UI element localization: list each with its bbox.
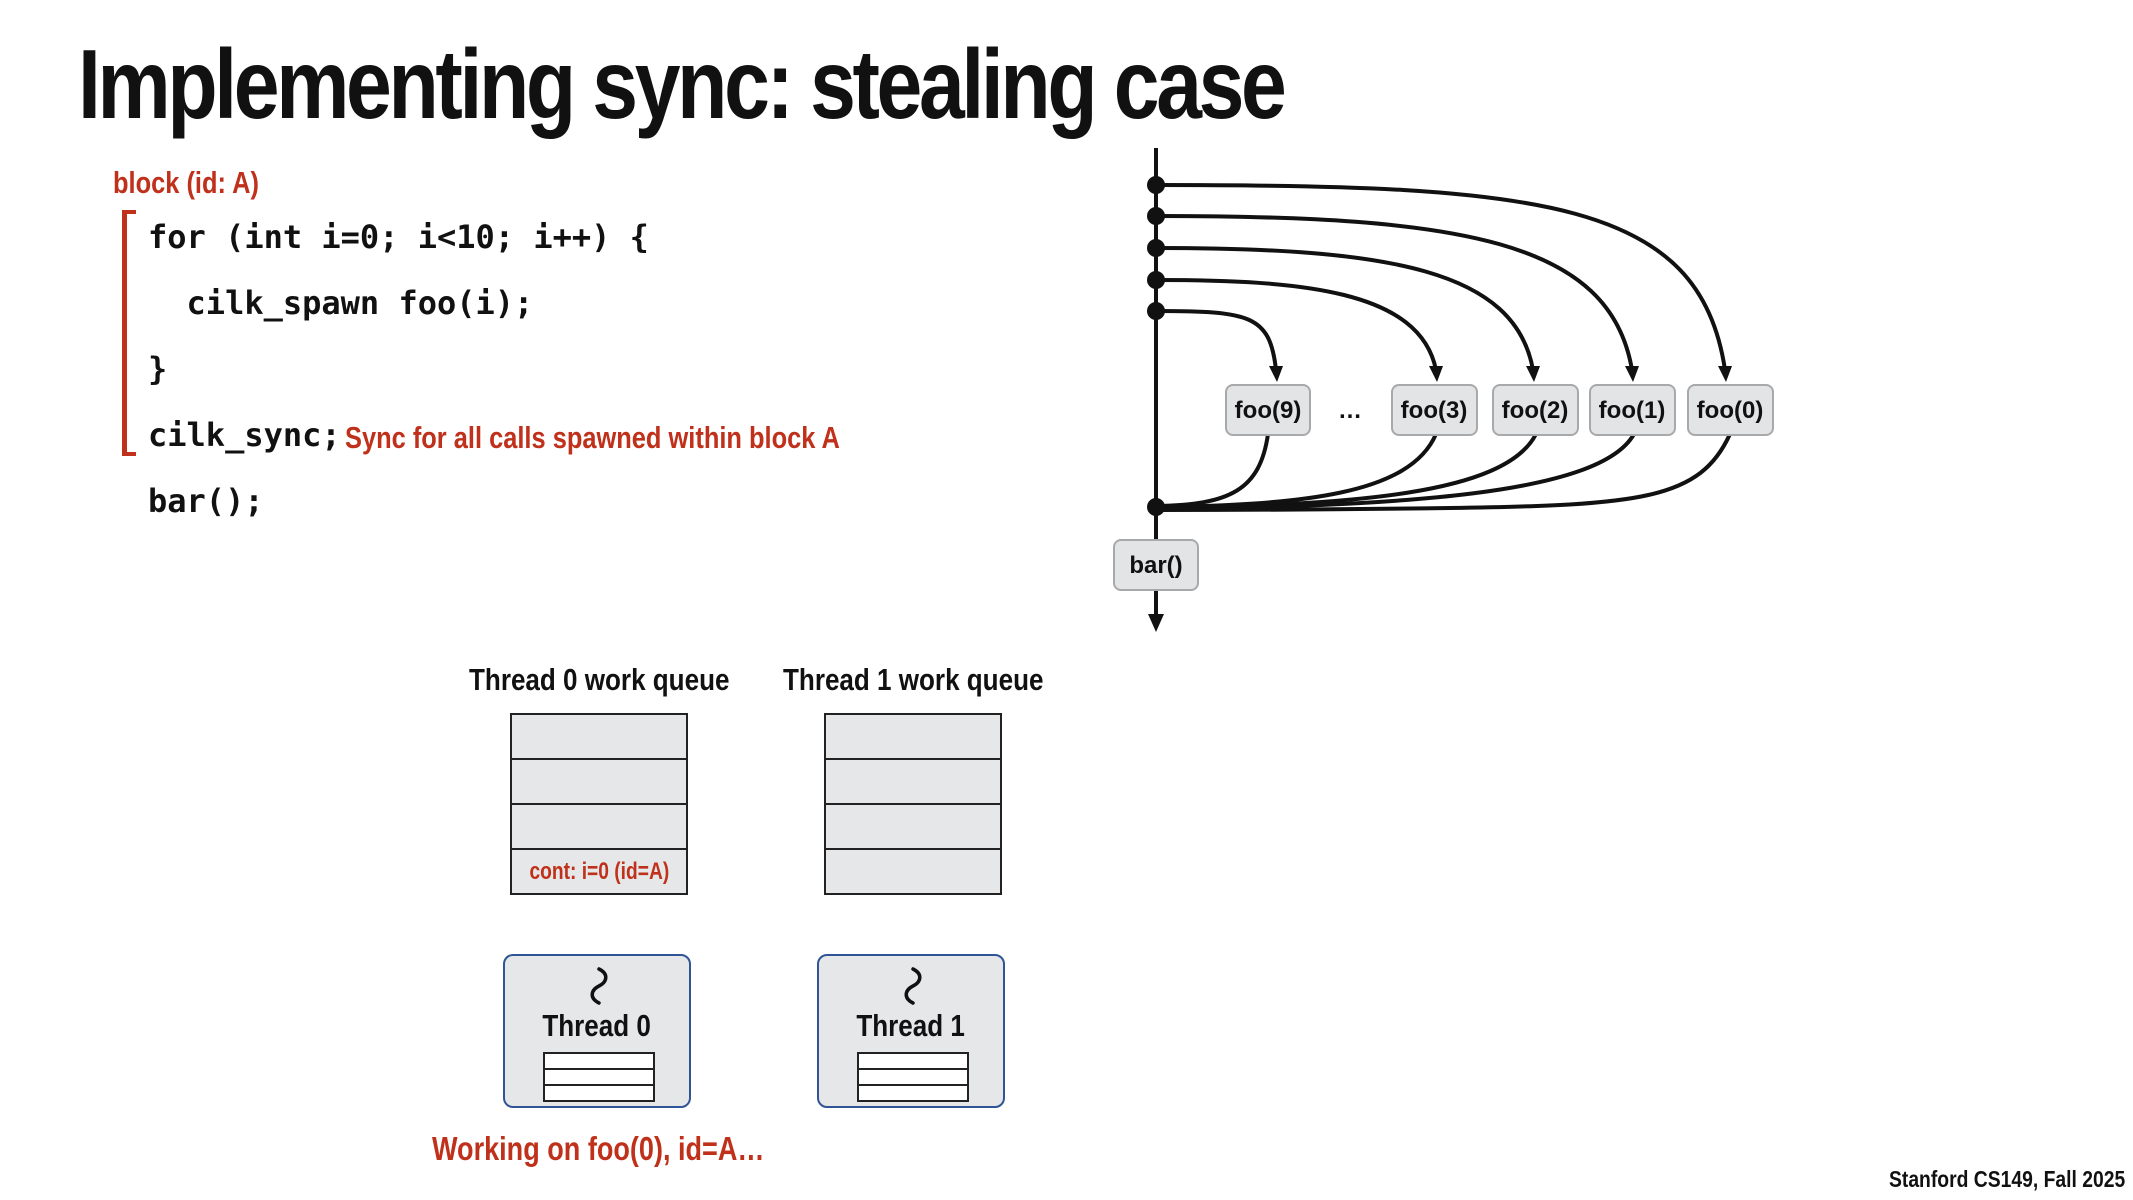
- code-line-spawn: cilk_spawn foo(i);: [148, 284, 534, 322]
- node-foo2: foo(2): [1492, 384, 1579, 436]
- timeline-arrow: [1148, 614, 1164, 632]
- edge-join-foo0: [1155, 433, 1732, 512]
- queue-slot: [512, 715, 686, 760]
- work-queue-thread1: [824, 713, 1002, 895]
- thread1-label: Thread 1: [856, 1008, 966, 1043]
- node-ellipsis: …: [1338, 397, 1362, 424]
- svg-text:foo(3): foo(3): [1401, 397, 1468, 424]
- work-queue-thread0: cont: i=0 (id=A): [510, 713, 688, 895]
- spawn-dot: [1147, 176, 1165, 194]
- thread0-box: Thread 0: [503, 954, 691, 1108]
- queue-slot: [826, 760, 1000, 805]
- thread0-stack: [543, 1052, 655, 1102]
- thread0-status: Working on foo(0), id=A…: [432, 1130, 765, 1167]
- thread0-label: Thread 0: [542, 1008, 652, 1043]
- node-foo9: foo(9): [1225, 384, 1311, 436]
- spawn-dot: [1147, 302, 1165, 320]
- edge-join-foo1: [1155, 433, 1636, 511]
- edge-spawn-foo3: [1155, 278, 1438, 371]
- queue-slot: [826, 715, 1000, 760]
- code-line-sync: cilk_sync;: [148, 416, 341, 454]
- thread-squiggle-icon: [590, 967, 608, 1005]
- block-bracket: [122, 210, 136, 456]
- edge-spawn-foo0: [1155, 183, 1727, 371]
- edge-spawn-foo2: [1155, 246, 1535, 371]
- slide-title: Implementing sync: stealing case: [78, 29, 1287, 139]
- thread1-stack: [857, 1052, 969, 1102]
- slide-footer: Stanford CS149, Fall 2025: [1888, 1166, 2125, 1192]
- spawn-dot: [1147, 271, 1165, 289]
- svg-text:bar(): bar(): [1129, 552, 1182, 579]
- spawn-dot: [1147, 207, 1165, 225]
- node-foo3: foo(3): [1391, 384, 1478, 436]
- queue-slot: [512, 760, 686, 805]
- queue-slot-continuation: cont: i=0 (id=A): [529, 857, 669, 885]
- code-line-bar: bar();: [148, 482, 264, 520]
- thread-squiggle-icon: [904, 967, 922, 1005]
- queue-title-thread0: Thread 0 work queue: [469, 662, 730, 697]
- queue-slot: [826, 805, 1000, 850]
- queue-slot: [512, 805, 686, 850]
- queue-title-thread1: Thread 1 work queue: [783, 662, 1044, 697]
- node-foo1: foo(1): [1589, 384, 1676, 436]
- code-line-for: for (int i=0; i<10; i++) {: [148, 218, 649, 256]
- node-foo0: foo(0): [1687, 384, 1774, 436]
- edge-spawn-foo1: [1155, 214, 1634, 371]
- thread1-box: Thread 1: [817, 954, 1005, 1108]
- edge-join-foo9: [1155, 433, 1270, 508]
- svg-text:foo(1): foo(1): [1599, 397, 1666, 424]
- queue-slot: [826, 850, 1000, 893]
- code-line-close-brace: }: [148, 350, 168, 388]
- spawn-dot: [1147, 239, 1165, 257]
- svg-text:foo(0): foo(0): [1697, 397, 1764, 424]
- sync-dot: [1147, 498, 1165, 516]
- edge-join-foo2: [1155, 433, 1538, 510]
- node-bar: bar(): [1113, 539, 1199, 591]
- sync-note: Sync for all calls spawned within block …: [345, 420, 840, 455]
- block-label: block (id: A): [113, 165, 259, 200]
- edge-spawn-foo9: [1155, 309, 1278, 371]
- svg-text:foo(2): foo(2): [1502, 397, 1569, 424]
- svg-text:foo(9): foo(9): [1235, 397, 1302, 424]
